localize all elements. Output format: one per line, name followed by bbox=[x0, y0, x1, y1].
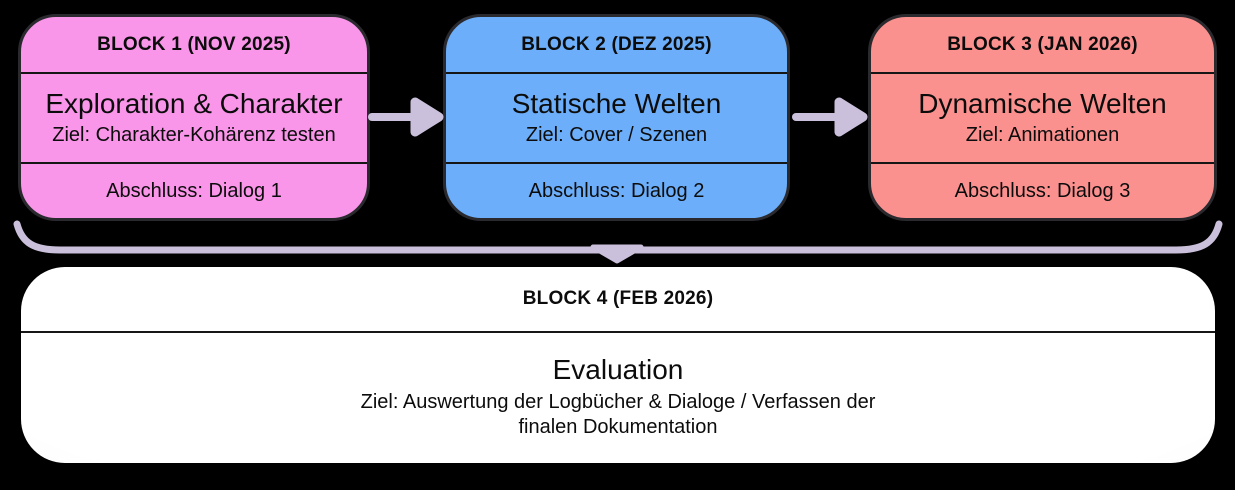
block-4-main-section: Evaluation Ziel: Auswertung der Logbüche… bbox=[21, 331, 1215, 463]
block-4-goal: Ziel: Auswertung der Logbücher & Dialoge… bbox=[360, 390, 876, 439]
block-1-header: BLOCK 1 (NOV 2025) bbox=[97, 33, 291, 55]
block-2-header: BLOCK 2 (DEZ 2025) bbox=[521, 33, 712, 55]
merge-bracket-down-arrow bbox=[13, 220, 1223, 264]
phase-block-4[interactable]: BLOCK 4 (FEB 2026) Evaluation Ziel: Ausw… bbox=[21, 267, 1215, 463]
block-1-main-section: Exploration & Charakter Ziel: Charakter-… bbox=[21, 72, 367, 164]
block-4-title: Evaluation bbox=[552, 354, 684, 385]
block-3-goal: Ziel: Animationen bbox=[965, 123, 1120, 146]
block-2-main-section: Statische Welten Ziel: Cover / Szenen bbox=[446, 72, 787, 164]
block-3-main-section: Dynamische Welten Ziel: Animationen bbox=[871, 72, 1214, 164]
block-4-header: BLOCK 4 (FEB 2026) bbox=[522, 288, 714, 309]
block-1-title: Exploration & Charakter bbox=[45, 88, 343, 120]
phase-block-3[interactable]: BLOCK 3 (JAN 2026) Dynamische Welten Zie… bbox=[868, 14, 1217, 221]
block-3-title: Dynamische Welten bbox=[918, 88, 1167, 120]
block-2-title: Statische Welten bbox=[511, 88, 722, 120]
block-1-footer: Abschluss: Dialog 1 bbox=[106, 179, 282, 202]
block-2-goal: Ziel: Cover / Szenen bbox=[525, 123, 708, 146]
block-3-header: BLOCK 3 (JAN 2026) bbox=[947, 33, 1138, 55]
arrow-right-icon-1 bbox=[368, 97, 444, 137]
arrow-right-icon-2 bbox=[792, 97, 868, 137]
phase-block-1[interactable]: BLOCK 1 (NOV 2025) Exploration & Charakt… bbox=[18, 14, 370, 221]
phase-block-2[interactable]: BLOCK 2 (DEZ 2025) Statische Welten Ziel… bbox=[443, 14, 790, 221]
block-2-footer: Abschluss: Dialog 2 bbox=[528, 179, 705, 202]
block-1-goal: Ziel: Charakter-Kohärenz testen bbox=[52, 123, 336, 146]
block-3-footer: Abschluss: Dialog 3 bbox=[954, 179, 1131, 202]
